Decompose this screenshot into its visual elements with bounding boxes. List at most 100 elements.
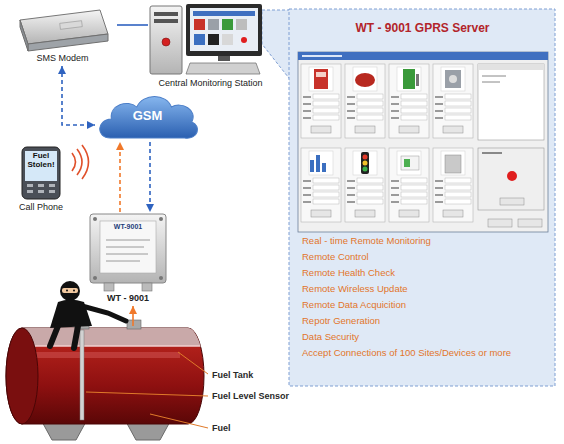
leader-line <box>178 352 208 374</box>
node-label: Central Monitoring Station <box>148 78 273 88</box>
mount-screw <box>93 217 97 221</box>
modem-node: SMS Modem <box>10 4 117 66</box>
device-cell <box>301 148 341 222</box>
modem-label-plate <box>60 21 83 30</box>
node-label: GSM <box>95 109 200 124</box>
box-icon <box>445 155 461 173</box>
sms-modem <box>20 10 108 51</box>
modem-front <box>28 34 108 51</box>
phone-key <box>27 190 33 193</box>
screen-icon <box>222 34 233 45</box>
part-label: Fuel Level Sensor <box>212 391 289 401</box>
pump-icon <box>314 69 328 89</box>
plate-line <box>106 240 150 241</box>
server-panel <box>289 9 555 386</box>
call-phone <box>22 145 89 199</box>
wire-link <box>117 24 148 26</box>
pump-hose-icon <box>416 74 419 86</box>
bar-icon <box>310 160 314 172</box>
dialog-button <box>518 219 542 227</box>
signal-lamp <box>363 161 368 166</box>
part-label: Fuel <box>212 423 231 433</box>
window-title-bar <box>298 52 548 60</box>
monitor-bezel <box>186 4 262 56</box>
window-frame <box>298 52 548 232</box>
thief-figure <box>50 281 126 348</box>
screen-icon <box>222 19 233 30</box>
thief-eye-slit <box>62 288 78 293</box>
phone-key <box>27 184 33 187</box>
alarm-box <box>478 148 544 210</box>
plate-line <box>106 254 148 255</box>
bar-icon <box>322 163 326 172</box>
modem-side <box>20 20 28 51</box>
tank-end <box>6 328 38 424</box>
tank-icon <box>355 73 375 87</box>
node-label: Fuel Stolen! <box>25 152 57 170</box>
device-cell <box>345 64 385 138</box>
phone-screen <box>25 151 57 181</box>
node-text: Remote Data Acquicition <box>302 300 547 311</box>
leader-line <box>86 392 208 396</box>
mount-screw <box>93 276 97 280</box>
panel-icon-mark <box>404 159 410 167</box>
list-row <box>482 82 500 83</box>
radio-wave <box>82 145 89 179</box>
plate-line <box>106 247 144 248</box>
node-text: Remote Control <box>302 252 547 263</box>
device-cell <box>389 64 429 138</box>
alarm-button <box>500 198 524 205</box>
node-text: Remote Health Check <box>302 268 547 279</box>
node-label: WT - 9001 GPRS Server <box>290 22 555 36</box>
thief-leg <box>50 326 58 346</box>
node-text: Call Phone <box>12 202 70 212</box>
station-node: Central Monitoring Station <box>148 2 275 92</box>
cable-gland <box>142 283 152 291</box>
pump-icon <box>403 69 415 89</box>
signal-lamp <box>363 155 368 160</box>
signal-icon <box>361 152 369 174</box>
uplink-arrow <box>119 142 121 212</box>
thief-eye <box>66 290 68 292</box>
gsm-cloud: GSM <box>95 92 202 142</box>
phone-key <box>38 190 44 193</box>
drive-bay <box>154 12 178 16</box>
leader-line <box>150 414 208 428</box>
thief-eye <box>73 290 75 292</box>
mount-screw <box>159 276 163 280</box>
node-text: Data Security <box>302 332 547 343</box>
meter-dial-icon <box>449 75 457 83</box>
node-text: WT - 9001 <box>88 293 168 303</box>
node-text: Accept Connections of 100 Sites/Devices … <box>302 348 547 359</box>
node-label: WT-9001 <box>88 223 168 231</box>
tank-node: Fuel Tank <box>5 326 260 438</box>
radio-wave <box>77 149 82 175</box>
server-panel-node: WT - 9001 GPRS ServerReal - time Remote … <box>290 10 557 385</box>
meter-icon <box>445 70 461 88</box>
thief-head <box>60 281 80 301</box>
device-cell <box>433 148 473 222</box>
screen-title-bar <box>193 11 255 16</box>
screen-icon <box>194 19 205 30</box>
screenshot-window <box>298 52 548 232</box>
screen-icon <box>236 19 247 30</box>
node-label: SMS Modem <box>10 53 115 63</box>
phone-key <box>38 184 44 187</box>
downlink-arrow <box>149 142 151 212</box>
computer <box>150 4 262 74</box>
phone-key <box>49 184 55 187</box>
node-text: Real - time Remote Monitoring <box>302 236 547 247</box>
alarm-lamp <box>507 171 517 181</box>
callout-wedge <box>262 10 292 82</box>
sms-link <box>62 66 95 125</box>
fuel-tank <box>0 320 210 440</box>
device-cell <box>345 148 385 222</box>
radio-wave <box>72 153 76 171</box>
thief-arm <box>82 306 126 321</box>
list-row <box>482 76 506 77</box>
screen-alarm <box>241 37 247 43</box>
node-label: Fuel Tank <box>212 370 253 380</box>
list-box <box>478 64 544 140</box>
